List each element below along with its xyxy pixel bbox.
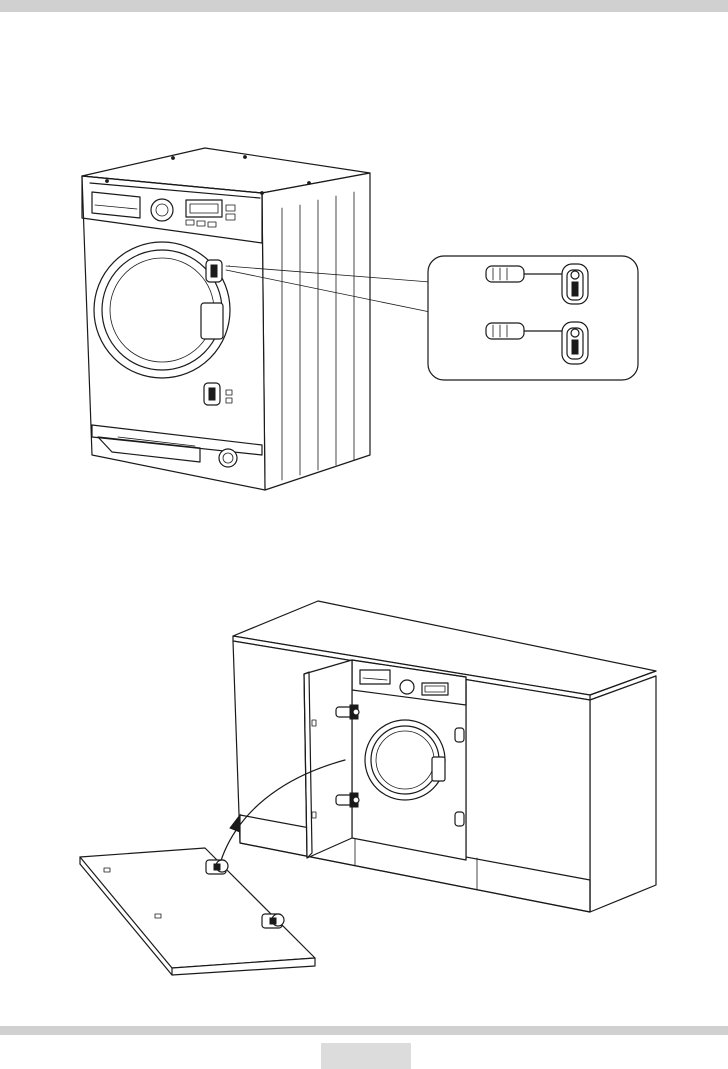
hinge-icon (206, 860, 228, 874)
cabinet-icon (233, 601, 656, 912)
arrow-icon (230, 815, 240, 832)
bottom-divider-bar (0, 1026, 728, 1035)
hinge-icon (262, 914, 284, 928)
door-panel-icon (80, 848, 315, 975)
page-number-box (321, 1043, 411, 1069)
hinge-icon (336, 705, 359, 719)
cabinet-door-installation-illustration (0, 0, 728, 1000)
hinge-icon (336, 793, 359, 807)
